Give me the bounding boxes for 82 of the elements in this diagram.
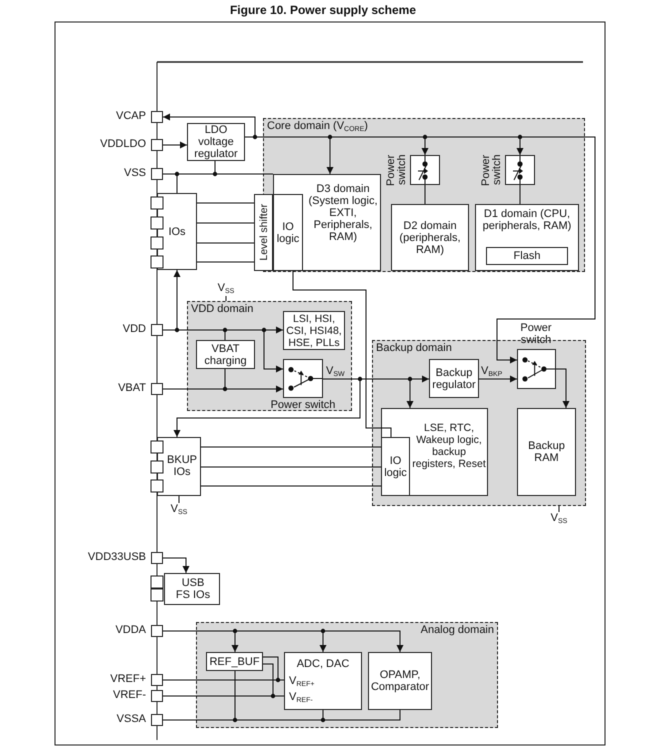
- domain-box: [475, 204, 579, 271]
- switch-label: Power switch: [270, 399, 336, 411]
- supply-label: V$_{SS}$: [215, 282, 237, 296]
- block-label: IO logic: [276, 220, 300, 244]
- block-label: Backup RAM: [527, 440, 566, 464]
- memory-box: [517, 408, 576, 496]
- supply-label: V$_{SS}$: [548, 512, 570, 526]
- regulator-box: [187, 123, 245, 161]
- block-label: USB FS IOs: [174, 577, 212, 601]
- block-label: LSI, HSI, CSI, HSI48, HSE, PLLs: [285, 313, 343, 349]
- charger-box: [196, 340, 255, 369]
- pin-label: VBAT: [117, 382, 146, 395]
- domain-area: [187, 301, 352, 411]
- edge-label: V$_{BKP}$: [481, 365, 502, 377]
- pin-label: VCAP: [115, 110, 146, 123]
- wire: [292, 270, 392, 438]
- block-label: Flash: [514, 250, 540, 262]
- converter-box: [284, 652, 362, 710]
- arrow: [162, 558, 190, 574]
- pin-label: VDD33USB: [86, 551, 146, 564]
- pin-label: VDD: [122, 323, 146, 336]
- wire: [200, 466, 382, 468]
- domain-heading: Analog domain: [420, 624, 494, 637]
- block-label: D1 domain (CPU, peripherals, RAM): [482, 208, 572, 232]
- pin-label: VDDLDO: [99, 138, 146, 151]
- domain-box: [391, 204, 469, 271]
- block-label: VBAT charging: [203, 342, 248, 366]
- switch-symbol: [517, 349, 556, 389]
- edge-label: V$_{SW}$: [326, 365, 345, 377]
- wire: [558, 506, 560, 512]
- block-label: LDO voltage regulator: [193, 124, 239, 160]
- switch-label: Power switch: [519, 322, 553, 346]
- io-block: [164, 573, 220, 605]
- block-label: V$_{REF-}$: [289, 691, 314, 703]
- backup-logic-box: [381, 408, 488, 496]
- block-label: ADC, DAC: [296, 658, 350, 670]
- pin-label: VSSA: [116, 713, 146, 726]
- block-label: V$_{REF+}$: [289, 675, 316, 687]
- block-label: IO logic: [383, 454, 408, 478]
- pin-label: VREF+: [109, 673, 146, 686]
- block-label: REF_BUF: [209, 656, 260, 668]
- block-label: BKUP IOs: [166, 454, 198, 478]
- block-label: LSE, RTC, Wakeup logic, backup registers, Reset: [411, 422, 487, 470]
- block-label: Level shifter: [258, 204, 270, 261]
- level-shifter-box: [254, 194, 273, 271]
- figure-title: Figure 10. Power supply scheme: [228, 3, 418, 17]
- pin-label: VSS: [122, 167, 146, 180]
- wire: [196, 222, 254, 224]
- arrow: [174, 378, 360, 438]
- arrow: [162, 142, 188, 148]
- analog-block: [368, 652, 432, 710]
- domain-area: [196, 622, 498, 728]
- pin-label: VREF-: [112, 689, 146, 702]
- buffer-box: [206, 652, 263, 671]
- domain-heading: Backup domain: [376, 342, 452, 355]
- domain-heading: Core domain (V$_{CORE}$): [267, 120, 368, 133]
- arrow: [556, 368, 570, 408]
- block-label: D3 domain (System logic, EXTI, Peripherals, RAM): [307, 183, 379, 243]
- logic-box: [381, 437, 410, 496]
- pin-label: VDDA: [114, 624, 146, 637]
- block-label: Backup regulator: [431, 366, 477, 390]
- regulator-box: [429, 359, 479, 398]
- domain-box: [273, 174, 381, 271]
- block-label: OPAMP, Comparator: [370, 669, 430, 693]
- block-label: IOs: [168, 226, 186, 238]
- memory-box: [486, 247, 568, 265]
- switch-symbol: [505, 155, 535, 185]
- wire: [178, 496, 180, 504]
- wire: [424, 184, 426, 204]
- switch-label: Power switch: [386, 153, 408, 188]
- supply-label: V$_{SS}$: [168, 503, 190, 517]
- wire: [200, 446, 382, 448]
- arrow: [162, 114, 256, 138]
- logic-box: [273, 194, 303, 271]
- wire: [196, 242, 254, 244]
- switch-symbol: [410, 155, 440, 185]
- wire: [196, 202, 254, 204]
- switch-symbol: [283, 359, 323, 398]
- domain-heading: VDD domain: [191, 303, 254, 316]
- block-label: D2 domain (peripherals, RAM): [398, 220, 462, 256]
- arrow: [478, 376, 518, 382]
- switch-label: Power switch: [481, 153, 503, 188]
